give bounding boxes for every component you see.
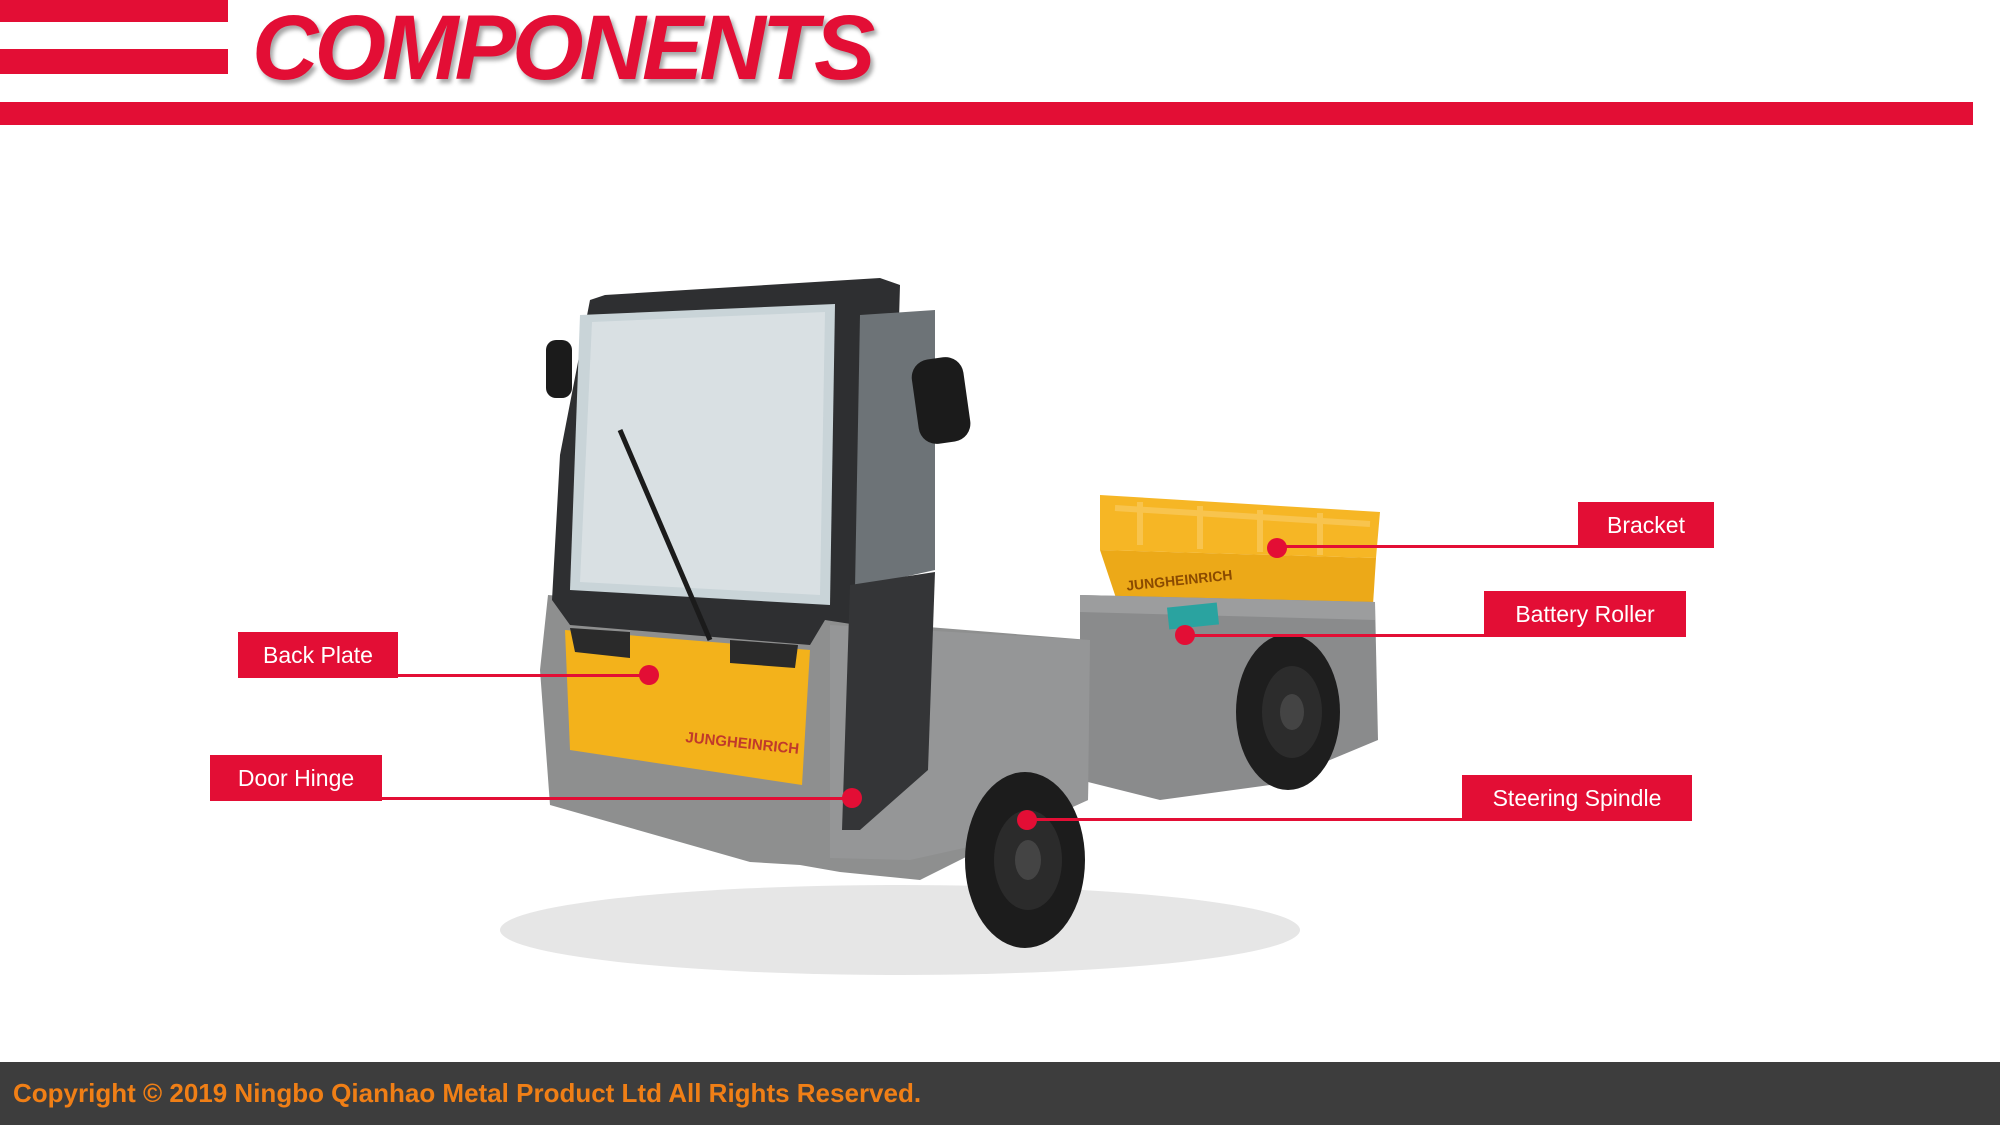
leader-steering-spindle [1027,818,1462,821]
label-bracket: Bracket [1578,502,1714,548]
label-steering-spindle: Steering Spindle [1462,775,1692,821]
copyright-text: Copyright © 2019 Ningbo Qianhao Metal Pr… [13,1078,922,1108]
label-back-plate: Back Plate [238,632,398,678]
marker-bracket [1267,538,1287,558]
label-battery-roller: Battery Roller [1484,591,1686,637]
label-door-hinge: Door Hinge [210,755,382,801]
header-stripe-middle [0,49,228,74]
header-stripe-top [0,0,228,22]
tow-tractor-image: JUNGHEINRICH JUNGHEINRICH [480,240,1440,1000]
marker-battery-roller [1175,625,1195,645]
leader-bracket [1276,545,1578,548]
leader-back-plate [238,674,650,677]
marker-door-hinge [842,788,862,808]
footer-bar: Copyright © 2019 Ningbo Qianhao Metal Pr… [0,1062,2000,1125]
header-bar [0,102,1973,125]
leader-door-hinge [210,797,851,800]
marker-steering-spindle [1017,810,1037,830]
marker-back-plate [639,665,659,685]
page-title: COMPONENTS [252,0,875,99]
leader-battery-roller [1185,634,1484,637]
